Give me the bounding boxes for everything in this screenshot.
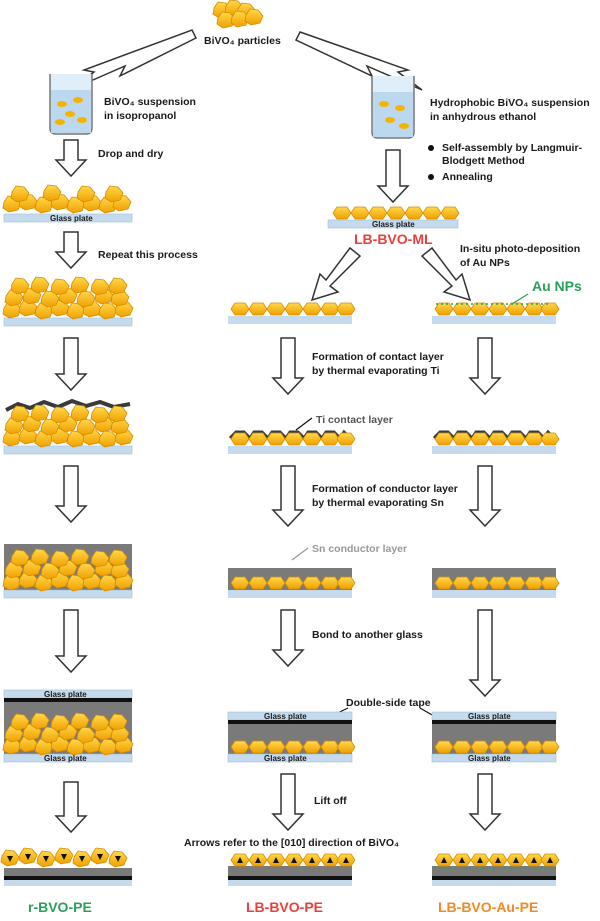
bivo4-particles-icon [212, 0, 264, 29]
product-r-bvo-pe: r-BVO-PE [28, 899, 92, 915]
right-stageC-film [432, 568, 560, 598]
down-arrow-mid-1 [271, 337, 305, 396]
split-arrow-ml-right [420, 246, 472, 302]
right-product-film [432, 853, 560, 886]
bullet-dot-2 [428, 174, 434, 180]
conductor-line2: by thermal evaporating Sn [312, 497, 444, 509]
mid-stageC-film [228, 568, 356, 598]
down-arrow-left-5 [54, 609, 88, 674]
down-arrow-left-1 [54, 139, 88, 178]
mid-glass-top-label: Glass plate [264, 712, 307, 721]
down-arrow-mid-2 [271, 465, 305, 528]
au-pointer [511, 293, 529, 305]
down-arrow-mid-4 [271, 773, 305, 832]
left-glass-label: Glass plate [50, 214, 93, 223]
left-glass-bottom-label: Glass plate [44, 754, 87, 763]
sn-pointer [291, 547, 309, 561]
down-arrow-right-3 [468, 465, 502, 528]
product-lb-bvo-pe: LB-BVO-PE [246, 899, 323, 915]
beaker-left-icon [49, 74, 93, 135]
down-arrow-mid-3 [271, 609, 305, 668]
right-glass-bottom-label: Glass plate [468, 754, 511, 763]
down-arrow-right-1 [376, 149, 410, 204]
right-stageA-film [432, 302, 560, 324]
right-suspension-line1: Hydrophobic BiVO₄ suspension [430, 97, 590, 109]
right-stageB-film [432, 429, 560, 454]
left-stage5-film [2, 689, 134, 763]
ti-label: Ti contact layer [316, 414, 393, 426]
bond-label: Bond to another glass [312, 629, 423, 641]
lift-off-label: Lift off [314, 795, 347, 807]
down-arrow-right-5 [468, 773, 502, 832]
down-arrow-left-6 [54, 781, 88, 834]
contact-line1: Formation of contact layer [312, 351, 444, 363]
insitu-line2: of Au NPs [460, 257, 510, 269]
tape-label: Double-side tape [346, 697, 431, 709]
contact-line2: by thermal evaporating Ti [312, 365, 440, 377]
right-suspension-line2: in anhydrous ethanol [430, 111, 536, 123]
beaker-right-icon [371, 76, 415, 139]
right-glass-top-label: Glass plate [468, 712, 511, 721]
conductor-line1: Formation of conductor layer [312, 483, 458, 495]
repeat-label: Repeat this process [98, 249, 198, 261]
au-nps-label: Au NPs [532, 278, 582, 294]
product-lb-bvo-au-pe: LB-BVO-Au-PE [438, 899, 538, 915]
left-stage1-film [2, 184, 133, 223]
bullet-annealing: Annealing [442, 171, 493, 183]
left-suspension-line1: BiVO₄ suspension [104, 96, 196, 108]
mid-stageA-film [228, 302, 356, 324]
drop-dry-label: Drop and dry [98, 148, 163, 160]
left-product-film [0, 847, 132, 886]
mid-stageD-film [227, 711, 356, 763]
down-arrow-left-2 [54, 231, 88, 270]
bullet-langmuir-line2: Blodgett Method [442, 155, 525, 167]
mid-product-film [228, 853, 356, 886]
left-glass-top-label: Glass plate [44, 690, 87, 699]
ml-label: LB-BVO-ML [354, 231, 433, 247]
left-stage4-film [2, 544, 134, 599]
mid-stageB-film [228, 429, 356, 454]
left-suspension-line2: in isopropanol [104, 110, 176, 122]
particles-label: BiVO₄ particles [204, 35, 281, 47]
insitu-line1: In-situ photo-deposition [460, 243, 580, 255]
right-stageD-film [431, 711, 560, 763]
ml-glass-label: Glass plate [372, 220, 415, 229]
bullet-langmuir-line1: Self-assembly by Langmuir- [442, 142, 583, 154]
left-stage3-film [2, 398, 134, 455]
mid-glass-bottom-label: Glass plate [264, 754, 307, 763]
ml-film [327, 206, 460, 229]
down-arrow-left-3 [54, 337, 88, 392]
ti-pointer [295, 417, 313, 431]
down-arrow-right-2 [468, 337, 502, 396]
left-stage2-film [2, 276, 134, 327]
bullet-dot-1 [428, 145, 434, 151]
down-arrow-right-4 [468, 609, 502, 698]
sn-label: Sn conductor layer [312, 543, 407, 555]
split-arrow-ml-left [310, 246, 362, 302]
arrows-note: Arrows refer to the [010] direction of B… [184, 837, 399, 849]
down-arrow-left-4 [54, 465, 88, 524]
